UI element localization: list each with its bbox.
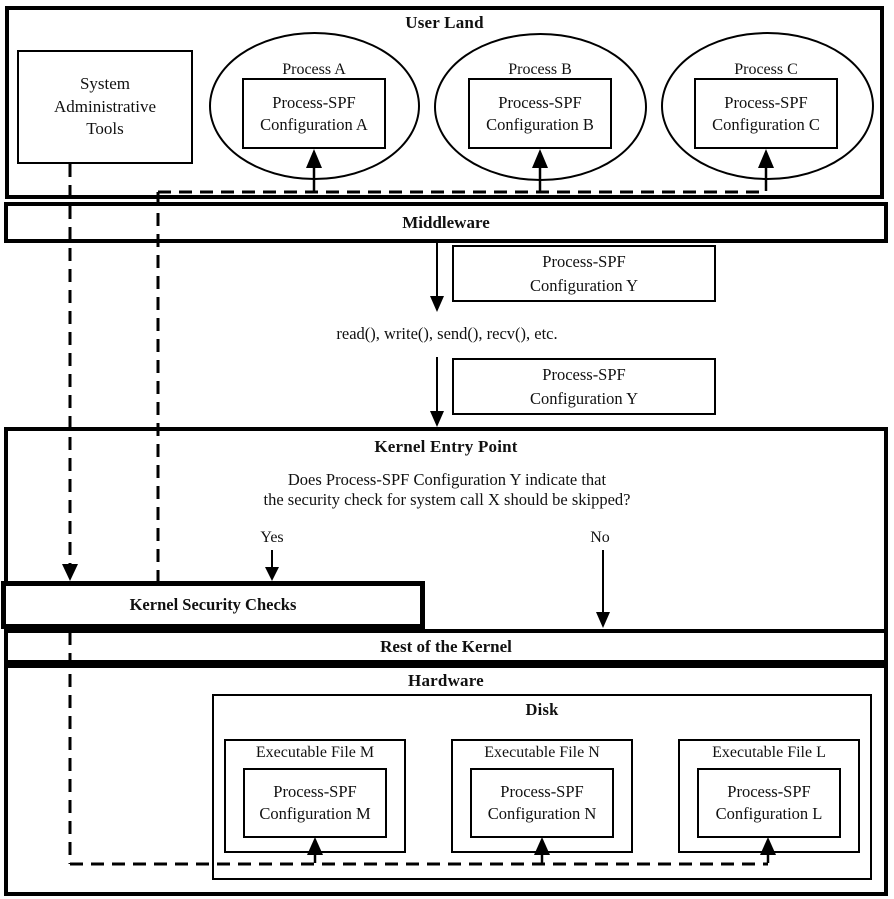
process-a-label: Process A xyxy=(282,61,346,78)
rest-of-kernel-bar: Rest of the Kernel xyxy=(4,629,888,664)
config-l-box: Process-SPF Configuration L xyxy=(697,768,841,838)
middleware-bar: Middleware xyxy=(4,202,888,243)
user-land-title: User Land xyxy=(405,13,484,32)
config-y-upper-box: Process-SPF Configuration Y xyxy=(452,245,716,302)
hardware-title: Hardware xyxy=(408,671,484,690)
config-n-label: Process-SPF Configuration N xyxy=(487,782,597,823)
syscall-text: read(), write(), send(), recv(), etc. xyxy=(336,324,558,343)
system-admin-tools-box: System Administrative Tools xyxy=(17,50,193,164)
executable-file-m-label: Executable File M xyxy=(255,744,375,761)
kernel-entry-point-title: Kernel Entry Point xyxy=(374,437,518,456)
no-label: No xyxy=(590,529,610,546)
process-b-label: Process B xyxy=(508,61,572,78)
arrowhead-to-syscall xyxy=(430,296,444,312)
process-b-config-box: Process-SPF Configuration B xyxy=(468,78,612,149)
system-admin-tools-label: System Administrative Tools xyxy=(54,73,156,139)
kernel-question-line2: the security check for system call X sho… xyxy=(263,490,631,509)
config-m-box: Process-SPF Configuration M xyxy=(243,768,387,838)
config-m-label: Process-SPF Configuration M xyxy=(259,782,371,823)
kernel-question-line1: Does Process-SPF Configuration Y indicat… xyxy=(287,470,607,489)
kernel-entry-point-box xyxy=(4,427,888,629)
kernel-security-checks-title: Kernel Security Checks xyxy=(129,595,297,614)
middleware-title: Middleware xyxy=(402,212,490,232)
config-y-lower-label: Process-SPF Configuration Y xyxy=(530,364,638,408)
kernel-security-checks-box: Kernel Security Checks xyxy=(1,581,425,629)
process-c-ellipse xyxy=(661,32,874,180)
process-c-config-box: Process-SPF Configuration C xyxy=(694,78,838,149)
executable-file-n-label: Executable File N xyxy=(484,744,600,761)
config-l-label: Process-SPF Configuration L xyxy=(715,782,823,823)
process-b-config-label: Process-SPF Configuration B xyxy=(486,92,594,134)
arrowhead-to-kernel-entry xyxy=(430,411,444,427)
config-y-upper-label: Process-SPF Configuration Y xyxy=(530,251,638,295)
process-c-config-label: Process-SPF Configuration C xyxy=(712,92,820,134)
process-c-label: Process C xyxy=(734,61,798,78)
disk-title: Disk xyxy=(525,700,559,719)
process-a-config-box: Process-SPF Configuration A xyxy=(242,78,386,149)
yes-label: Yes xyxy=(260,529,284,546)
config-n-box: Process-SPF Configuration N xyxy=(470,768,614,838)
process-a-config-label: Process-SPF Configuration A xyxy=(260,92,368,134)
rest-of-kernel-title: Rest of the Kernel xyxy=(380,636,512,656)
config-y-lower-box: Process-SPF Configuration Y xyxy=(452,358,716,415)
executable-file-l-label: Executable File L xyxy=(712,744,826,761)
